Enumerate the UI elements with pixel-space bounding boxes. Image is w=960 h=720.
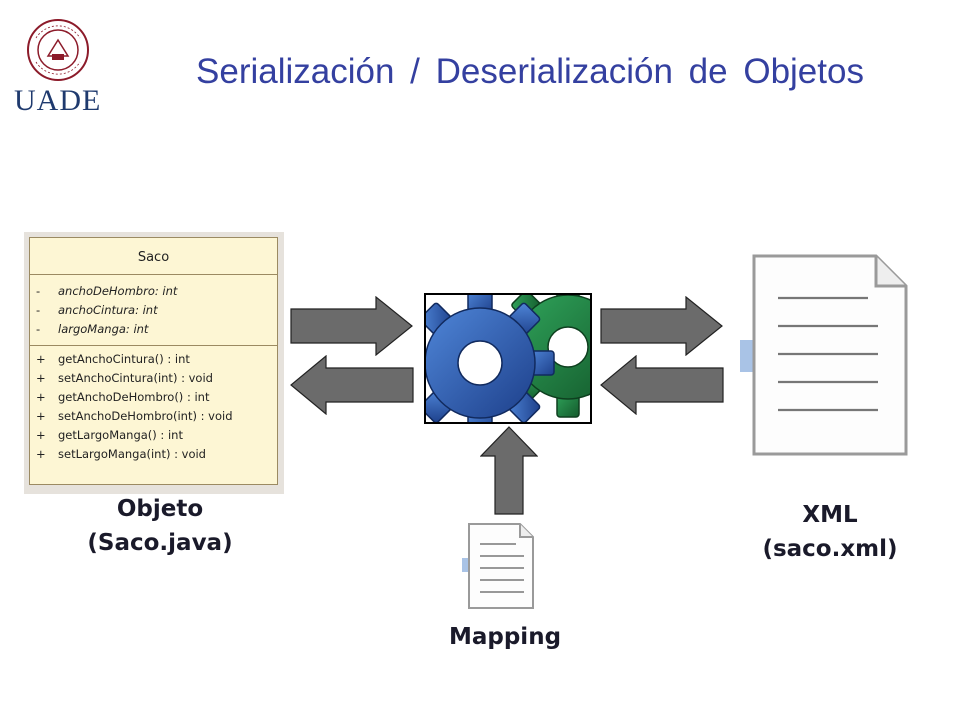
university-seal-icon [27, 19, 89, 81]
mapping-label: Mapping [448, 624, 562, 650]
uade-logo: UADE [14, 18, 100, 117]
arrow-left-from-engine [290, 355, 414, 415]
uml-attribute: -anchoCintura: int [36, 303, 158, 317]
uml-attribute: -largoManga: int [36, 322, 149, 336]
gears-icon [426, 295, 590, 422]
uml-operations: +getAnchoCintura() : int +setAnchoCintur… [30, 346, 277, 464]
xml-label-line2: (saco.xml) [762, 536, 898, 562]
object-label-line1: Objeto [116, 496, 204, 522]
mapping-document-icon [462, 523, 534, 609]
uml-operation: +setAnchoCintura(int) : void [36, 371, 213, 385]
arrow-up-to-engine [480, 426, 538, 515]
arrow-right-to-engine [290, 296, 413, 356]
uml-operation: +setAnchoDeHombro(int) : void [36, 409, 233, 423]
uml-class-name: Saco [30, 238, 277, 275]
object-label-line2: (Saco.java) [87, 530, 233, 556]
arrow-left-from-xml [600, 355, 724, 415]
serialization-engine [424, 293, 592, 424]
uml-class-diagram: Saco -anchoDeHombro: int -anchoCintura: … [24, 232, 284, 494]
object-label: Objeto (Saco.java) [40, 492, 280, 560]
uml-attribute: -anchoDeHombro: int [36, 284, 178, 298]
uml-attributes: -anchoDeHombro: int -anchoCintura: int -… [30, 275, 277, 346]
xml-document-icon [740, 254, 908, 456]
uml-operation: +getLargoManga() : int [36, 428, 183, 442]
logo-brand-text: UADE [14, 84, 102, 117]
slide-title: Serialización / Deserialización de Objet… [196, 52, 864, 91]
xml-label-line1: XML [802, 502, 858, 528]
uml-class-box: Saco -anchoDeHombro: int -anchoCintura: … [29, 237, 278, 485]
xml-label: XML (saco.xml) [720, 498, 940, 566]
uml-operation: +setLargoManga(int) : void [36, 447, 206, 461]
uml-operation: +getAnchoDeHombro() : int [36, 390, 210, 404]
uml-operation: +getAnchoCintura() : int [36, 352, 190, 366]
arrow-right-to-xml [600, 296, 723, 356]
